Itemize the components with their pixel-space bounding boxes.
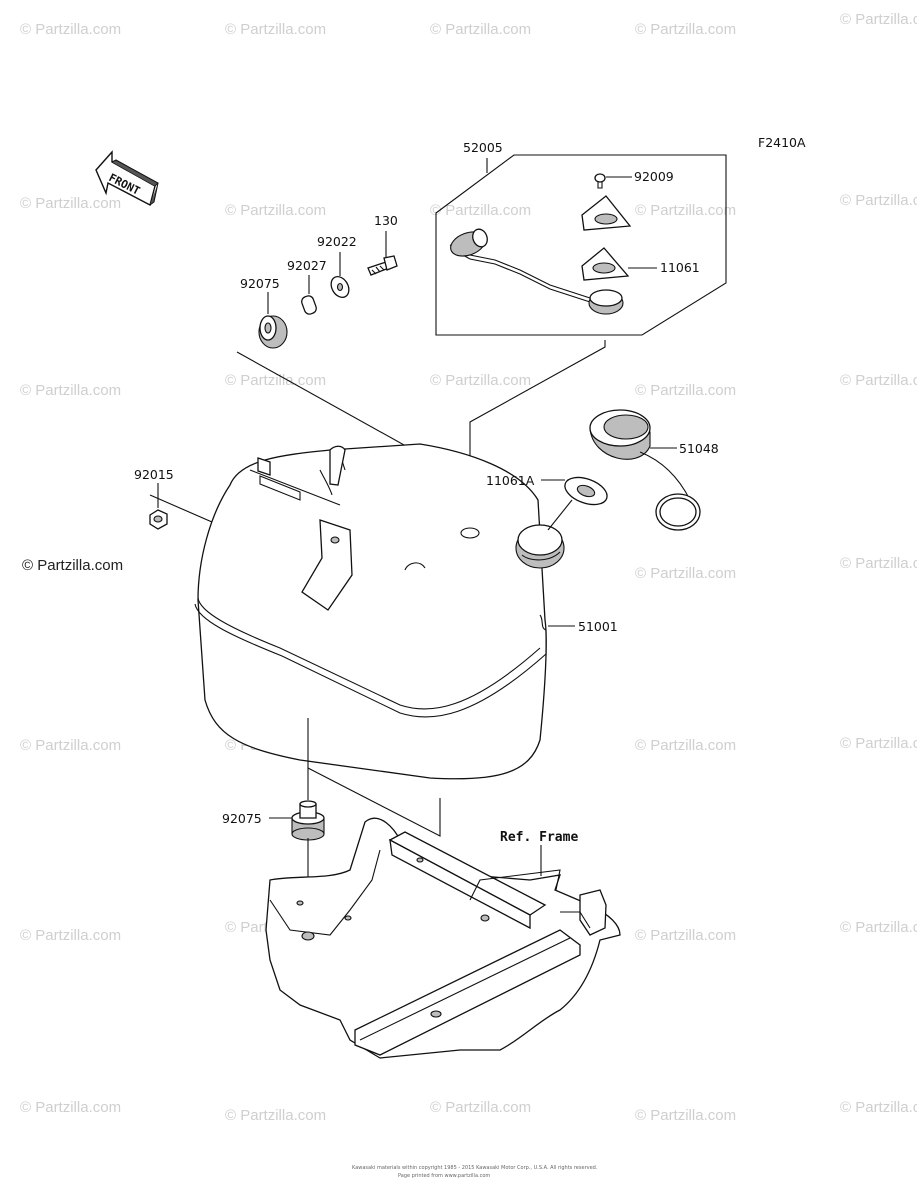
watermark: © Partzilla.com [635, 1107, 736, 1124]
watermark: © Partzilla.com [840, 919, 917, 936]
watermark: © Partzilla.com [635, 927, 736, 944]
grommet-92075-bottom [291, 800, 325, 841]
part-label-92075-top: 92075 [240, 276, 280, 291]
copyright-line: Page printed from www.partzilla.com [398, 1173, 490, 1179]
part-label-51001: 51001 [578, 619, 618, 634]
watermark: © Partzilla.com [840, 372, 917, 389]
watermark: © Partzilla.com [20, 382, 121, 399]
leader-line [307, 767, 441, 837]
gasket-11061A [564, 476, 608, 506]
watermark: © Partzilla.com [430, 21, 531, 38]
watermark: © Partzilla.com [225, 372, 326, 389]
mounting-hardware [258, 255, 398, 349]
watermark: © Partzilla.com [840, 555, 917, 572]
watermark: © Partzilla.com [840, 735, 917, 752]
watermark: © Partzilla.com [20, 737, 121, 754]
part-label-92009: 92009 [634, 169, 674, 184]
watermark: © Partzilla.com [840, 192, 917, 209]
watermark: © Partzilla.com [20, 927, 121, 944]
part-label-92015: 92015 [134, 467, 174, 482]
part-label-130: 130 [374, 213, 398, 228]
watermark: © Partzilla.com [225, 202, 326, 219]
ref-frame-label: Ref. Frame [500, 830, 578, 845]
part-label-11061: 11061 [660, 260, 700, 275]
part-label-92075-bottom: 92075 [222, 811, 262, 826]
fuel-cap-51048 [589, 409, 701, 531]
watermark: © Partzilla.com [225, 1107, 326, 1124]
watermark: © Partzilla.com [635, 565, 736, 582]
sending-unit-group [435, 154, 727, 336]
watermark: © Partzilla.com [430, 202, 531, 219]
watermark: © Partzilla.com [430, 1099, 531, 1116]
part-label-11061A: 11061A [486, 473, 535, 488]
front-arrow-icon: FRONT [95, 150, 159, 207]
watermark: © Partzilla.com [635, 202, 736, 219]
watermark: © Partzilla.com [840, 1099, 917, 1116]
watermark: © Partzilla.com [635, 382, 736, 399]
watermark-grid: © Partzilla.com © Partzilla.com © Partzi… [20, 11, 917, 1124]
watermark: © Partzilla.com [20, 1099, 121, 1116]
watermark-dark: © Partzilla.com [22, 557, 123, 574]
nut-92015 [149, 509, 168, 530]
watermark: © Partzilla.com [20, 195, 121, 212]
watermark: © Partzilla.com [635, 21, 736, 38]
watermark: © Partzilla.com [840, 11, 917, 28]
leader-line [547, 499, 573, 531]
part-label-51048: 51048 [679, 441, 719, 456]
watermark: © Partzilla.com [225, 21, 326, 38]
part-label-92027: 92027 [287, 258, 327, 273]
fuel-tank [194, 443, 565, 780]
copyright-line: Kawasaki materials within copyright 1985… [352, 1165, 598, 1171]
part-label-92022: 92022 [317, 234, 357, 249]
frame [265, 817, 621, 1059]
watermark: © Partzilla.com [635, 737, 736, 754]
watermark: © Partzilla.com [430, 372, 531, 389]
watermark: © Partzilla.com [20, 21, 121, 38]
figure-code: F2410A [758, 135, 806, 150]
part-label-52005: 52005 [463, 140, 503, 155]
